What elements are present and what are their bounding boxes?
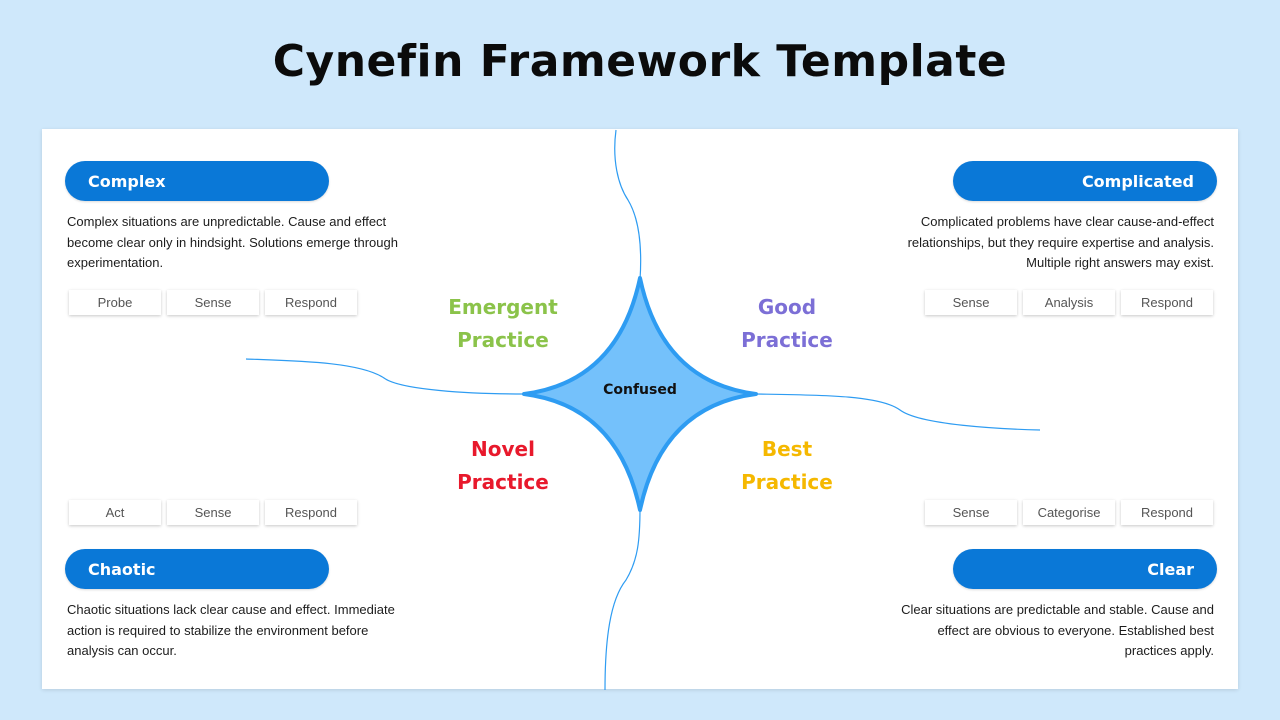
chaotic-description: Chaotic situations lack clear cause and … bbox=[67, 600, 407, 662]
complicated-description-line: relationships, but they require expertis… bbox=[907, 234, 1214, 250]
confused-star bbox=[522, 276, 758, 512]
chaotic-label: Chaotic bbox=[88, 559, 156, 579]
chaotic-description-line: Chaotic situations lack clear cause and … bbox=[67, 602, 395, 617]
emergent-practice-line: Practice bbox=[457, 328, 549, 352]
complicated-description-line: Multiple right answers may exist. bbox=[1026, 255, 1214, 270]
emergent-practice-label: Emergent Practice bbox=[403, 291, 603, 357]
chaotic-pill: Chaotic bbox=[65, 549, 329, 589]
complicated-step-chip: Analysis bbox=[1023, 290, 1115, 315]
chaotic-steps: Act Sense Respond bbox=[69, 500, 357, 525]
best-practice-line: Best bbox=[761, 437, 813, 461]
complicated-description-line: Complicated problems have clear cause-an… bbox=[920, 214, 1214, 229]
page-title: Cynefin Framework Template bbox=[272, 36, 1008, 87]
chaotic-step-chip: Respond bbox=[265, 500, 357, 525]
complicated-label: Complicated bbox=[1081, 171, 1194, 191]
boundary-line-top bbox=[614, 129, 642, 281]
clear-pill: Clear bbox=[953, 549, 1217, 589]
complex-label: Complex bbox=[88, 171, 166, 191]
complex-description-line: experimentation. bbox=[67, 255, 164, 270]
good-practice-label: Good Practice bbox=[687, 291, 887, 357]
clear-step-chip: Categorise bbox=[1023, 500, 1115, 525]
complex-step-chip: Sense bbox=[167, 290, 259, 315]
complex-description-line: Complex situations are unpredictable. Ca… bbox=[67, 214, 387, 229]
complicated-pill: Complicated bbox=[953, 161, 1217, 201]
complicated-step-chip: Sense bbox=[925, 290, 1017, 315]
complicated-step-chip: Respond bbox=[1121, 290, 1213, 315]
boundary-line-left bbox=[245, 358, 525, 395]
best-practice-label: Best Practice bbox=[687, 433, 887, 499]
complex-description-line: become clear only in hindsight. Solution… bbox=[67, 234, 398, 250]
boundary-line-right bbox=[755, 393, 1041, 431]
good-practice-line: Practice bbox=[741, 328, 833, 352]
chaotic-description-line: analysis can occur. bbox=[67, 643, 177, 658]
clear-description: Clear situations are predictable and sta… bbox=[874, 600, 1214, 662]
clear-description-line: effect are obvious to everyone. Establis… bbox=[937, 622, 1214, 638]
chaotic-step-chip: Act bbox=[69, 500, 161, 525]
clear-step-chip: Sense bbox=[925, 500, 1017, 525]
clear-description-line: Clear situations are predictable and sta… bbox=[901, 602, 1214, 617]
clear-description-line: practices apply. bbox=[1124, 643, 1214, 658]
clear-step-chip: Respond bbox=[1121, 500, 1213, 525]
boundary-line-bottom bbox=[604, 507, 641, 691]
clear-label: Clear bbox=[1147, 559, 1194, 579]
novel-practice-line: Practice bbox=[457, 470, 549, 494]
complex-pill: Complex bbox=[65, 161, 329, 201]
complex-step-chip: Probe bbox=[69, 290, 161, 315]
good-practice-line: Good bbox=[757, 295, 817, 319]
center-label-confused: Confused bbox=[603, 382, 677, 398]
complex-steps: Probe Sense Respond bbox=[69, 290, 357, 315]
complex-step-chip: Respond bbox=[265, 290, 357, 315]
complicated-description: Complicated problems have clear cause-an… bbox=[874, 212, 1214, 274]
chaotic-description-line: action is required to stabilize the envi… bbox=[67, 622, 369, 638]
novel-practice-label: Novel Practice bbox=[403, 433, 603, 499]
clear-steps: Sense Categorise Respond bbox=[925, 500, 1213, 525]
best-practice-line: Practice bbox=[741, 470, 833, 494]
chaotic-step-chip: Sense bbox=[167, 500, 259, 525]
novel-practice-line: Novel bbox=[471, 437, 535, 461]
emergent-practice-line: Emergent bbox=[448, 295, 558, 319]
complex-description: Complex situations are unpredictable. Ca… bbox=[67, 212, 407, 274]
complicated-steps: Sense Analysis Respond bbox=[925, 290, 1213, 315]
